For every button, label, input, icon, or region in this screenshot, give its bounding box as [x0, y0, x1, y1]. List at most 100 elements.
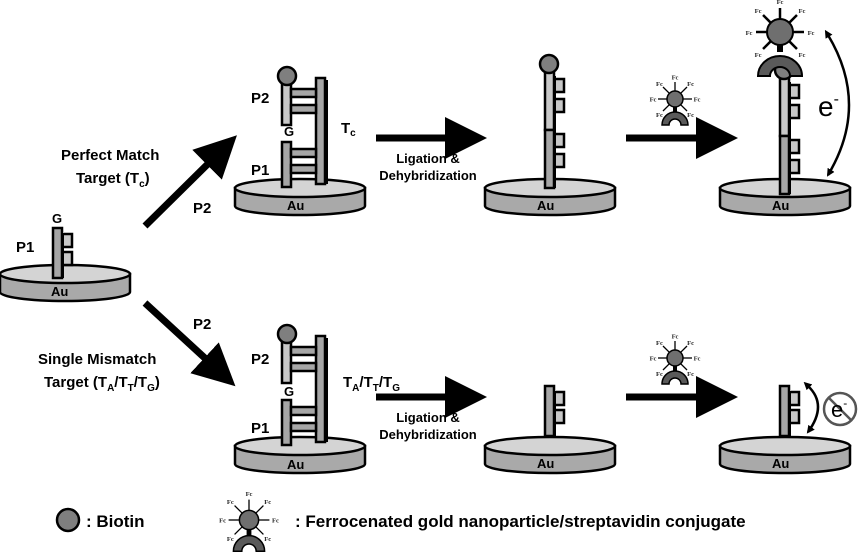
- ferrocene-linker: [680, 363, 688, 371]
- probe-p2: [280, 78, 293, 127]
- ligated-probe: [773, 59, 801, 196]
- top-ligated-assembly: Au: [483, 53, 617, 217]
- p1-label: P1: [251, 162, 269, 179]
- probe-p1-strand: [543, 384, 566, 438]
- biotin-legend-label: : Biotin: [86, 512, 145, 531]
- linker-stem: [246, 528, 252, 536]
- ferrocene-linker: [662, 345, 670, 353]
- probe-p1: [280, 140, 293, 189]
- strand-shadow: [789, 82, 791, 194]
- svg-text:e-: e-: [831, 396, 847, 422]
- ferrocene-label: Fc: [672, 334, 679, 341]
- ferrocene-label: Fc: [656, 81, 663, 88]
- ferrocene-label: Fc: [227, 536, 234, 543]
- target-strand: [314, 334, 327, 444]
- perfect-match-label-line1: Perfect Match: [61, 147, 159, 164]
- ferrocene-linker: [762, 14, 772, 24]
- base-teeth: [556, 390, 566, 425]
- base-teeth: [64, 232, 74, 267]
- ferrocene-label: Fc: [650, 97, 657, 104]
- gold-electrode: [0, 263, 132, 303]
- ferrocene-label: Fc: [246, 491, 253, 498]
- ligated-probe: [538, 53, 566, 190]
- ferrocene-label: Fc: [798, 52, 805, 59]
- ferrocene-label: Fc: [656, 371, 663, 378]
- base-pair-rung: [289, 103, 318, 115]
- ferrocene-label: Fc: [694, 356, 701, 363]
- ferrocene-linker: [234, 505, 243, 514]
- ferrocene-linker: [680, 104, 688, 112]
- electrode-top: [233, 177, 367, 199]
- arrow-to-perfect-match: [142, 135, 237, 229]
- target-shadow: [325, 80, 328, 184]
- electrode-label: Au: [772, 198, 789, 213]
- streptavidin: [756, 55, 804, 77]
- probe-p2-segment: [778, 76, 791, 138]
- ferrocene-linker: [662, 86, 670, 94]
- ferrocene-label: Fc: [687, 340, 694, 347]
- base-pair-rung: [289, 147, 318, 159]
- probe-p1: [280, 398, 293, 447]
- single-mismatch-label-line1: Single Mismatch: [38, 351, 156, 368]
- base-pair-rung: [289, 361, 318, 373]
- probe-p2: [280, 336, 293, 385]
- hybrid-complex: [276, 65, 328, 189]
- base-g-label: G: [284, 384, 294, 399]
- biotin: [276, 323, 298, 345]
- base-pair-rung: [289, 421, 318, 433]
- gold-nanoparticle: [666, 90, 684, 108]
- ferrocene-label: Fc: [264, 499, 271, 506]
- electron-label: e-: [818, 91, 839, 122]
- strand: [778, 384, 791, 438]
- electrode-label: Au: [287, 457, 304, 472]
- ferrocene-linker: [788, 14, 798, 24]
- biotin: [276, 65, 298, 87]
- hybrid-complex: [276, 323, 328, 447]
- ferrocene-label: Fc: [656, 112, 663, 119]
- base-pair-rung: [289, 87, 318, 99]
- streptavidin: [661, 111, 689, 126]
- base-pair-rung: [289, 405, 318, 417]
- ligation-label-line1: Ligation &: [396, 410, 460, 425]
- strand-shadow: [554, 391, 556, 436]
- p1-label: P1: [251, 420, 269, 437]
- electrode-top: [718, 435, 852, 457]
- ferrocene-label: Fc: [687, 112, 694, 119]
- probe-p1-segment: [543, 128, 556, 190]
- blocked-electron-arrow: [803, 381, 820, 434]
- target-shadow: [325, 338, 328, 442]
- ferrocene-linker: [680, 86, 688, 94]
- gold-nanoparticle: [666, 349, 684, 367]
- bottom-hybrid-assembly: P2G P1 TA/TT/TG Au: [233, 323, 400, 475]
- strand-shadow: [62, 233, 64, 278]
- target-mismatch-label: TA/TT/TG: [343, 374, 400, 394]
- strand-shadow: [789, 391, 791, 436]
- ferrocene-label: Fc: [798, 8, 805, 15]
- p2-label: P2: [251, 351, 269, 368]
- no-electron-icon: e-: [822, 391, 858, 427]
- ferrocene-label: Fc: [219, 518, 226, 525]
- ferrocene-label: Fc: [755, 52, 762, 59]
- ferrocene-linker: [662, 363, 670, 371]
- probe-p1-segment: [778, 134, 791, 196]
- ferrocene-linker: [680, 345, 688, 353]
- probe-p2-segment: [543, 70, 556, 132]
- p2-label-top-arrow: P2: [193, 200, 211, 217]
- base-g-label: G: [52, 211, 62, 226]
- probe-p1-strand: [51, 226, 74, 280]
- ferrocene-linker: [255, 505, 264, 514]
- p2-label-bottom-arrow: P2: [193, 316, 211, 333]
- biotin-legend-icon: [55, 507, 81, 533]
- streptavidin: [661, 370, 689, 385]
- target-strand: [314, 76, 327, 186]
- electrode-label: Au: [51, 284, 68, 299]
- ferrocene-label: Fc: [227, 499, 234, 506]
- ferrocene-label: Fc: [672, 75, 679, 82]
